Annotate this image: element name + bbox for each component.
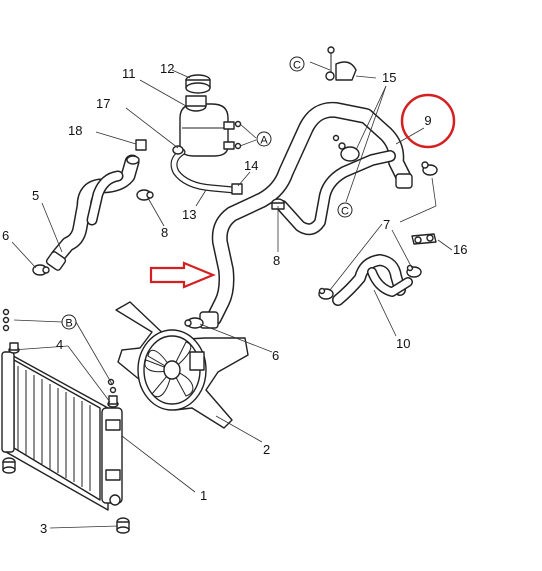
hose-clamp-7-b: [406, 264, 422, 278]
hose-clamp-7-a: [318, 287, 334, 300]
ref-marker-c-top: C: [289, 56, 305, 72]
red-pointer-arrow: [149, 261, 216, 289]
hose-clamp-mid: [332, 134, 360, 162]
cooling-fan: [115, 301, 249, 429]
hose-clamp-6-left: [32, 264, 50, 276]
callout-18: 18: [68, 123, 82, 138]
callout-17: 17: [96, 96, 110, 111]
clip-17: [172, 145, 184, 155]
callout-4: 4: [56, 337, 63, 352]
clip-18: [135, 139, 147, 151]
radiator-mount-bottom-right: [116, 517, 130, 534]
callout-8-right: 8: [273, 253, 280, 268]
callout-15: 15: [382, 70, 396, 85]
ref-marker-a: A: [256, 131, 272, 147]
callout-11: 11: [122, 66, 136, 81]
svg-text:A: A: [260, 135, 268, 147]
clip-16: [411, 233, 437, 245]
ref-marker-c-mid: C: [337, 202, 353, 218]
callout-14: 14: [244, 158, 258, 173]
callout-13: 13: [182, 207, 196, 222]
lower-left-hose: [45, 154, 140, 271]
highlight-circle-9: 9: [400, 93, 456, 149]
tank-bolts: [234, 120, 242, 150]
callout-2: 2: [263, 442, 270, 457]
callout-1: 1: [200, 488, 207, 503]
radiator-mount-bottom-left: [2, 457, 16, 474]
svg-text:C: C: [293, 60, 301, 72]
callout-16: 16: [453, 242, 467, 257]
bracket-15: [325, 46, 357, 81]
svg-text:B: B: [65, 318, 72, 330]
expansion-tank-cap: [185, 74, 211, 94]
heater-hose-10: [332, 254, 413, 306]
expansion-tank: [179, 95, 235, 157]
callout-labels: 12 11 17 18 14 13 5 8 6 15 8 7 16 10 6 4…: [2, 61, 467, 536]
radiator-top-fixings: [2, 308, 119, 408]
ref-marker-b: B: [61, 314, 77, 330]
callout-5: 5: [32, 188, 39, 203]
upper-hose: [199, 101, 413, 329]
hose-clamp-6-lower: [184, 317, 204, 329]
callout-7: 7: [383, 217, 390, 232]
callout-10: 10: [396, 336, 410, 351]
tank-overflow-hose: [170, 148, 243, 195]
callout-3: 3: [40, 521, 47, 536]
callout-8-left: 8: [161, 225, 168, 240]
callout-6-left: 6: [2, 228, 9, 243]
callout-9: 9: [424, 113, 431, 128]
leader-lines: [11, 61, 453, 529]
hose-clamp-8-left: [136, 189, 154, 201]
callout-6-lower: 6: [272, 348, 279, 363]
hose-clamp-right-top: [421, 161, 438, 176]
radiator: [1, 351, 123, 511]
svg-text:C: C: [341, 206, 349, 218]
callout-12: 12: [160, 61, 174, 76]
